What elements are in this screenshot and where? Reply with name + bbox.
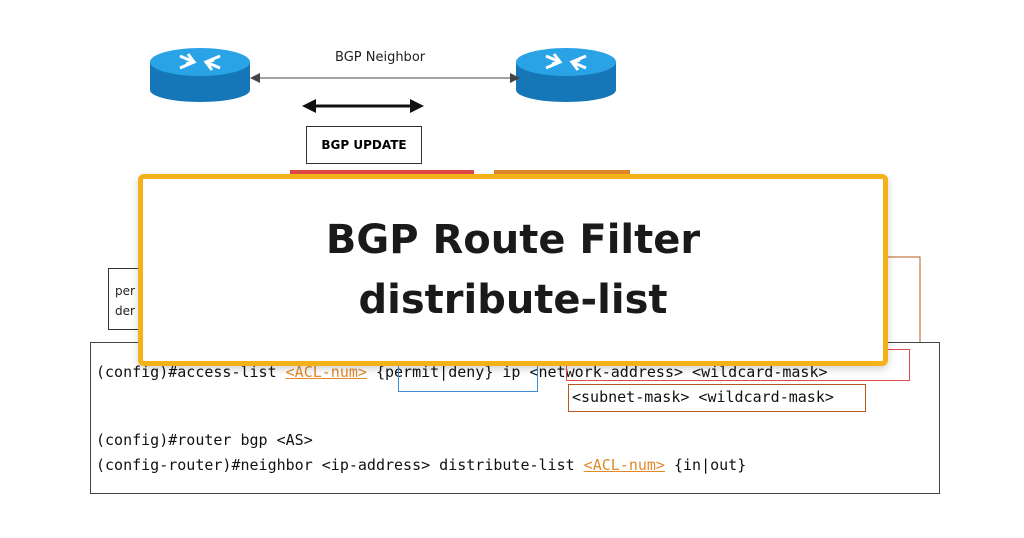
config-code-box xyxy=(90,342,940,494)
acl-config-line: (config)#access-list <ACL-num> {permit|d… xyxy=(96,362,828,382)
neighbor-distribute-line: (config-router)#neighbor <ip-address> di… xyxy=(96,455,746,475)
neighbor-arrow xyxy=(250,73,520,83)
update-arrow xyxy=(302,99,424,113)
neighbor-prefix: (config-router)#neighbor <ip-address> di… xyxy=(96,456,584,474)
subnet-line: <subnet-mask> <wildcard-mask> xyxy=(572,388,834,406)
permit-deny-highlight xyxy=(398,362,538,392)
acl-num-token: <ACL-num> xyxy=(285,363,367,381)
title-line-1: BGP Route Filter xyxy=(325,217,701,263)
acl-prefix: (config)#access-list xyxy=(96,363,286,381)
router-left-icon xyxy=(150,48,250,102)
subnet-wildcard-highlight xyxy=(568,384,866,412)
router-right-icon xyxy=(516,48,616,102)
router-bgp-line: (config)#router bgp <AS> xyxy=(96,431,313,449)
neighbor-suffix: {in|out} xyxy=(664,456,747,474)
title-card: BGP Route Filter distribute-list xyxy=(138,174,888,366)
title-line-2: distribute-list xyxy=(358,277,668,323)
orange-strip xyxy=(494,170,630,176)
red-strip xyxy=(290,170,474,176)
acl-mid: {permit|deny} ip xyxy=(366,363,530,381)
small-box-line-1: per xyxy=(115,284,135,298)
neighbor-acl-token: <ACL-num> xyxy=(583,456,665,474)
bgp-update-box: BGP UPDATE xyxy=(306,126,422,164)
small-box-line-2: der xyxy=(115,304,135,318)
bgp-neighbor-label: BGP Neighbor xyxy=(335,50,426,65)
acl-suffix: <network-address> <wildcard-mask> xyxy=(529,363,828,381)
